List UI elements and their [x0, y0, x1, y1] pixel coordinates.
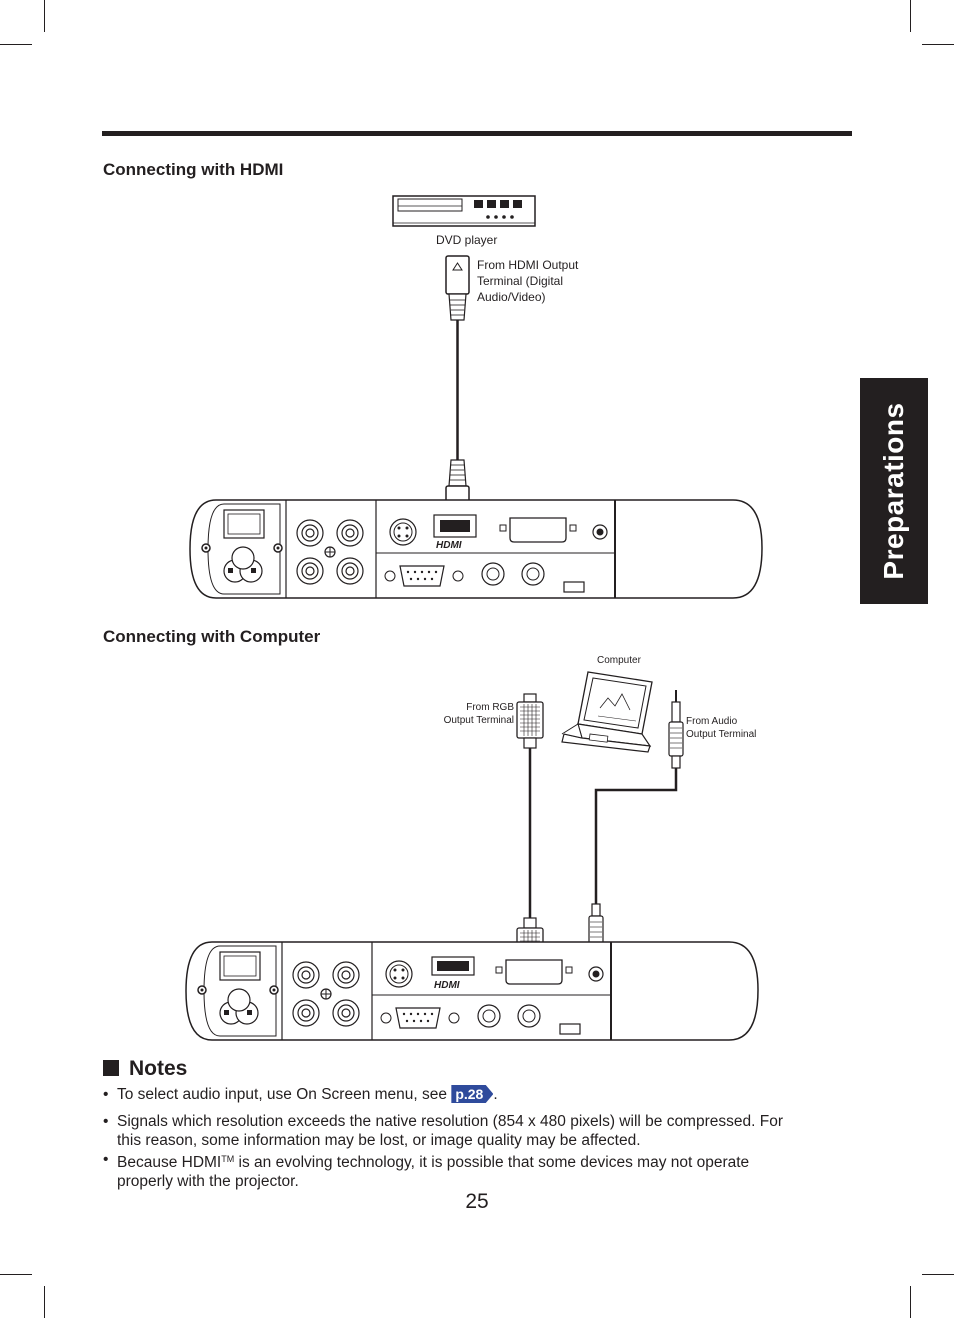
- projector-rear-panel: HDMI: [189, 499, 763, 599]
- bullet: •: [103, 1113, 109, 1130]
- note-text: To select audio input, use On Screen men…: [117, 1086, 448, 1103]
- hdmi-cable: [445, 255, 470, 525]
- audio-label-line2: Output Terminal: [686, 729, 757, 740]
- notes-heading: Notes: [103, 1057, 187, 1081]
- svg-text:HDMI: HDMI: [434, 980, 460, 991]
- note-text-line2: properly with the projector.: [117, 1173, 299, 1190]
- svg-text:HDMI: HDMI: [436, 540, 462, 551]
- audio-label-line1: From Audio: [686, 716, 738, 727]
- crop-mark: [0, 44, 32, 45]
- note-text-line2: this reason, some information may be los…: [117, 1132, 641, 1149]
- notes-square-icon: [103, 1060, 119, 1076]
- note-text-end: .: [493, 1086, 498, 1103]
- laptop-icon: [561, 671, 653, 753]
- note-text-line1: Signals which resolution exceeds the nat…: [117, 1113, 783, 1130]
- hdmi-section-title: Connecting with HDMI: [103, 160, 284, 179]
- side-tab-label: Preparations: [878, 402, 909, 580]
- page-number: 25: [465, 1190, 489, 1213]
- crop-mark: [922, 44, 954, 45]
- crop-mark: [44, 1286, 45, 1318]
- crop-mark: [0, 1274, 32, 1275]
- hdmi-cable-label-line3: Audio/Video): [477, 290, 546, 304]
- bullet: •: [103, 1151, 109, 1168]
- note-item: • Signals which resolution exceeds the n…: [103, 1112, 853, 1152]
- rgb-label-line1: From RGB: [466, 702, 514, 713]
- rgb-label-line2: Output Terminal: [443, 715, 514, 726]
- computer-label: Computer: [597, 655, 641, 666]
- note-text: Because HDMI: [117, 1154, 222, 1171]
- notes-heading-text: Notes: [129, 1057, 188, 1080]
- computer-section-title: Connecting with Computer: [103, 627, 321, 646]
- note-item: • Because HDMITM is an evolving technolo…: [103, 1150, 853, 1190]
- crop-mark: [910, 0, 911, 32]
- side-tab[interactable]: Preparations: [860, 378, 928, 604]
- trademark-mark: TM: [221, 1154, 235, 1164]
- dvd-player-label: DVD player: [436, 233, 498, 247]
- dvd-player-icon: [392, 195, 536, 227]
- hdmi-cable-label-line1: From HDMI Output: [477, 258, 579, 272]
- projector-rear-panel: HDMI: [185, 941, 759, 1041]
- hdmi-cable-label-line2: Terminal (Digital: [477, 274, 564, 288]
- bullet: •: [103, 1086, 109, 1103]
- page-reference-link[interactable]: p.28: [451, 1085, 494, 1103]
- crop-mark: [922, 1274, 954, 1275]
- note-text-cont: is an evolving technology, it is possibl…: [234, 1154, 750, 1171]
- crop-mark: [44, 0, 45, 32]
- note-item: • To select audio input, use On Screen m…: [103, 1085, 853, 1105]
- crop-mark: [910, 1286, 911, 1318]
- header-rule: [102, 131, 852, 136]
- computer-cables: [516, 690, 684, 974]
